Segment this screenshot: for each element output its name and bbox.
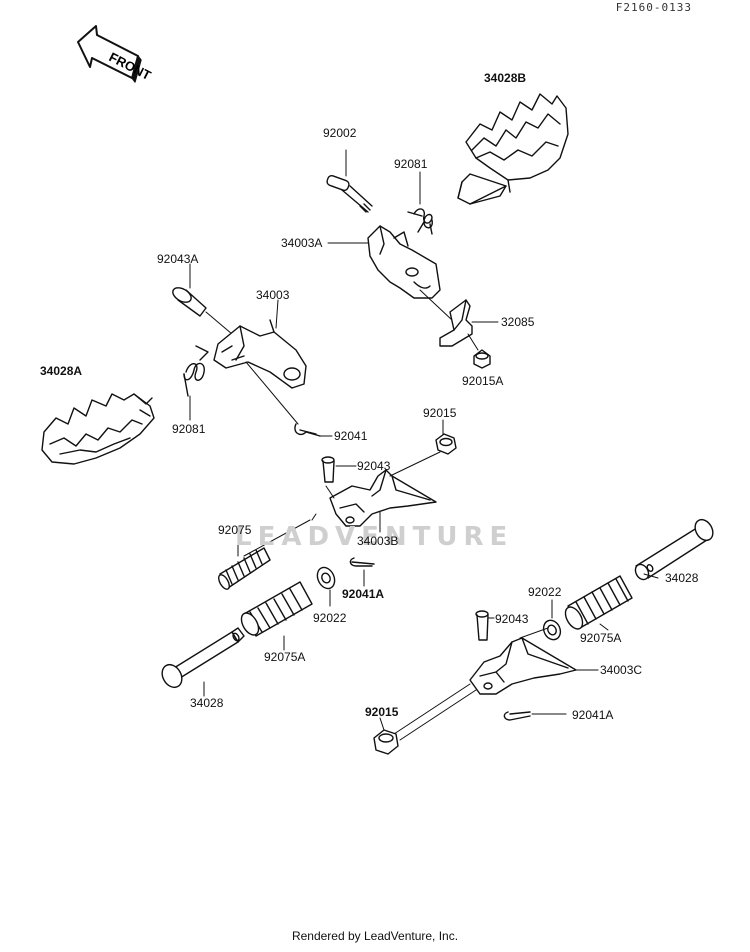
callout-92041: 92041 [334, 429, 368, 443]
footer-credit: Rendered by LeadVenture, Inc. [291, 929, 459, 943]
nut-92015A [473, 349, 491, 369]
bracket-34003B [329, 469, 437, 527]
callout-34028-right: 34028 [665, 571, 699, 585]
pin-92002 [326, 174, 373, 213]
pin-92043-mid [321, 456, 335, 483]
cotter-pin-92041A-right [503, 711, 531, 721]
rubber-92075A-right [564, 575, 633, 630]
callout-34028A: 34028A [40, 364, 83, 378]
bracket-34003A [367, 225, 441, 299]
callout-92081-top: 92081 [394, 157, 428, 171]
pin-92043A [172, 287, 207, 317]
rubber-92075A-left [240, 581, 313, 637]
callout-34028-left: 34028 [190, 696, 224, 710]
cotter-pin-92041A-mid [349, 557, 375, 567]
front-arrow-icon [77, 25, 142, 83]
footpeg-34028B [457, 93, 569, 205]
nut-92015-mid [435, 433, 457, 455]
callout-92075A-left: 92075A [264, 650, 306, 664]
callout-92002: 92002 [323, 126, 357, 140]
callout-92081-left: 92081 [172, 422, 206, 436]
footpeg-34028A [41, 393, 155, 465]
callout-92022-left: 92022 [313, 611, 347, 625]
pin-34028-left [161, 627, 245, 689]
callout-92043-right: 92043 [495, 612, 529, 626]
washer-92022-right [542, 619, 562, 641]
callout-92041A-right: 92041A [572, 708, 614, 722]
callout-34003: 34003 [256, 288, 290, 302]
callout-92015-bottom: 92015 [365, 705, 399, 719]
callout-34003A: 34003A [281, 236, 323, 250]
cotter-pin-92041 [294, 423, 321, 437]
callout-34028B: 34028B [484, 71, 527, 85]
callout-34003B: 34003B [357, 534, 399, 548]
callout-92043-mid: 92043 [357, 459, 391, 473]
callout-32085: 32085 [501, 315, 535, 329]
callout-92015A: 92015A [462, 374, 504, 388]
pin-92043-right [475, 610, 489, 641]
callout-92075: 92075 [218, 523, 252, 537]
callout-92043A: 92043A [157, 252, 199, 266]
nut-92015-bottom [373, 729, 399, 755]
callout-34003C: 34003C [600, 663, 643, 677]
watermark-text: LEADVENTURE [235, 522, 514, 552]
spring-92081-top [407, 208, 433, 235]
callout-92022-right: 92022 [528, 585, 562, 599]
spring-92081-left [183, 345, 209, 397]
callout-92041A-mid: 92041A [342, 587, 385, 601]
callout-92015-mid: 92015 [423, 406, 457, 420]
figure-code: F2160-0133 [615, 1, 692, 14]
rubber-92075 [218, 547, 271, 590]
bracket-34003C [469, 637, 577, 695]
washer-92022-left [316, 566, 336, 590]
bracket-34003 [213, 319, 307, 389]
callout-92075A-right: 92075A [580, 631, 622, 645]
plate-32085 [439, 299, 473, 347]
